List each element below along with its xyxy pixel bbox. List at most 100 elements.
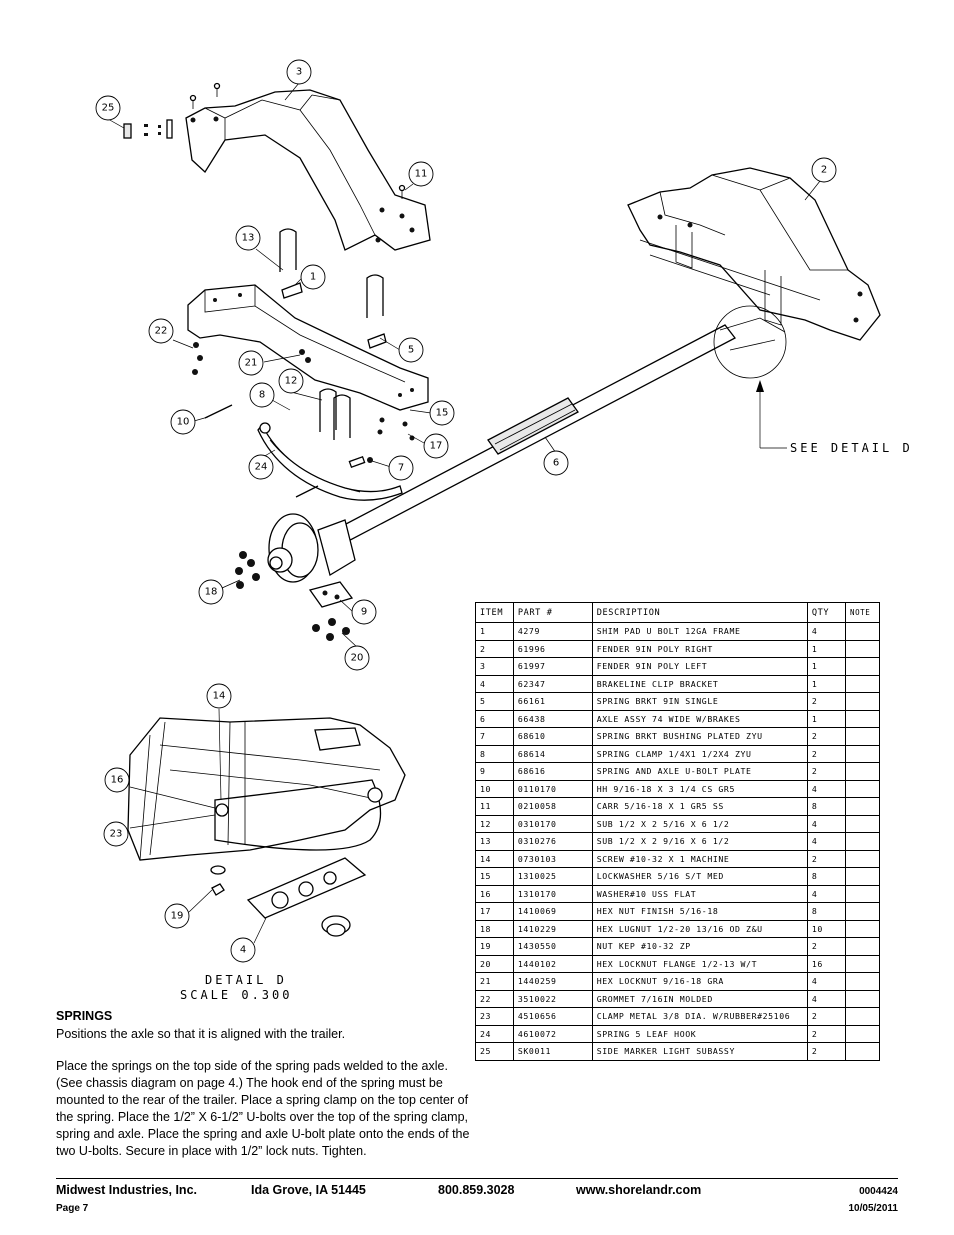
- spring-frame-bracket: [187, 284, 429, 411]
- cell-description: SPRING BRKT BUSHING PLATED ZYU: [591, 727, 808, 746]
- cell-item: 2: [475, 639, 514, 658]
- cell-note: [844, 954, 881, 973]
- svg-text:22: 22: [155, 326, 168, 337]
- svg-text:10: 10: [177, 417, 190, 428]
- cell-item: 21: [475, 972, 514, 991]
- cell-description: FENDER 9IN POLY LEFT: [591, 657, 808, 676]
- cell-part-number: 0310170: [512, 814, 593, 833]
- footer-page-number: Page 7: [56, 1203, 89, 1214]
- svg-text:2: 2: [821, 165, 827, 176]
- cell-description: LOCKWASHER 5/16 S/T MED: [591, 867, 808, 886]
- footer-divider: [56, 1178, 898, 1179]
- cell-description: NUT KEP #10-32 ZP: [591, 937, 808, 956]
- svg-text:4: 4: [240, 945, 246, 956]
- cell-qty: 4: [806, 814, 846, 833]
- cell-note: [844, 622, 881, 641]
- svg-text:20: 20: [351, 653, 364, 664]
- cell-item: 1: [475, 622, 514, 641]
- cell-item: 5: [475, 692, 514, 711]
- springs-intro: Positions the axle so that it is aligned…: [56, 1027, 346, 1041]
- cell-item: 4: [475, 674, 514, 693]
- cell-part-number: 1430550: [512, 937, 593, 956]
- cell-note: [844, 832, 881, 851]
- cell-item: 8: [475, 744, 514, 763]
- cell-part-number: 61996: [512, 639, 593, 658]
- callout-23: 23: [103, 821, 129, 847]
- callout-18: 18: [198, 579, 224, 605]
- cell-part-number: 62347: [512, 674, 593, 693]
- side-marker-light: [123, 119, 173, 139]
- callout-1: 1: [300, 264, 326, 290]
- cell-note: [844, 1042, 881, 1061]
- cell-part-number: 0310276: [512, 832, 593, 851]
- detail-scale: SCALE 0.300: [180, 988, 292, 1002]
- cell-part-number: 1440259: [512, 972, 593, 991]
- callout-11: 11: [408, 161, 434, 187]
- cell-qty: 8: [806, 797, 846, 816]
- cell-description: SPRING BRKT 9IN SINGLE: [591, 692, 808, 711]
- svg-text:7: 7: [398, 463, 404, 474]
- cell-item: 22: [475, 989, 514, 1008]
- cell-note: [844, 797, 881, 816]
- cell-qty: 2: [806, 727, 846, 746]
- callout-19: 19: [164, 903, 190, 929]
- cell-part-number: 68610: [512, 727, 593, 746]
- cell-item: 25: [475, 1042, 514, 1061]
- springs-heading: SPRINGS: [56, 1009, 113, 1023]
- cell-part-number: 1310170: [512, 884, 593, 903]
- leaf-spring: [257, 422, 403, 501]
- cell-qty: 4: [806, 622, 846, 641]
- cell-qty: 2: [806, 937, 846, 956]
- footer-company: Midwest Industries, Inc.: [56, 1183, 197, 1197]
- cell-qty: 4: [806, 972, 846, 991]
- cell-part-number: 0730103: [512, 849, 593, 868]
- footer-city: Ida Grove, IA 51445: [251, 1183, 366, 1197]
- callout-16: 16: [104, 767, 130, 793]
- cell-part-number: 66161: [512, 692, 593, 711]
- callout-21: 21: [238, 350, 264, 376]
- cell-qty: 2: [806, 849, 846, 868]
- cell-part-number: 66438: [512, 709, 593, 728]
- table-header-row: ITEM PART # DESCRIPTION QTY NOTE: [475, 602, 881, 623]
- cell-description: SIDE MARKER LIGHT SUBASSY: [591, 1042, 808, 1061]
- cell-part-number: 1410069: [512, 902, 593, 921]
- cell-part-number: 1310025: [512, 867, 593, 886]
- cell-description: SUB 1/2 X 2 9/16 X 6 1/2: [591, 832, 808, 851]
- cell-item: 11: [475, 797, 514, 816]
- cell-item: 16: [475, 884, 514, 903]
- callout-5: 5: [398, 337, 424, 363]
- callout-13: 13: [235, 225, 261, 251]
- detail-d-view: DETAIL D SCALE 0.300: [127, 717, 406, 1002]
- cell-description: HEX NUT FINISH 5/16-18: [591, 902, 808, 921]
- svg-text:9: 9: [361, 607, 367, 618]
- callout-20: 20: [344, 645, 370, 671]
- svg-text:3: 3: [296, 67, 302, 78]
- callout-17: 17: [423, 433, 449, 459]
- cell-item: 13: [475, 832, 514, 851]
- cell-qty: 1: [806, 674, 846, 693]
- col-description: DESCRIPTION: [591, 602, 808, 623]
- fender-bolts: [189, 82, 406, 199]
- cell-note: [844, 849, 881, 868]
- callout-22: 22: [148, 318, 174, 344]
- cell-item: 6: [475, 709, 514, 728]
- cell-qty: 1: [806, 709, 846, 728]
- cell-part-number: 4279: [512, 622, 593, 641]
- cell-qty: 10: [806, 919, 846, 938]
- cell-description: SHIM PAD U BOLT 12GA FRAME: [591, 622, 808, 641]
- svg-text:12: 12: [285, 376, 298, 387]
- detail-d-circle: SEE DETAIL D: [713, 305, 910, 455]
- footer-website: www.shorelandr.com: [576, 1183, 702, 1197]
